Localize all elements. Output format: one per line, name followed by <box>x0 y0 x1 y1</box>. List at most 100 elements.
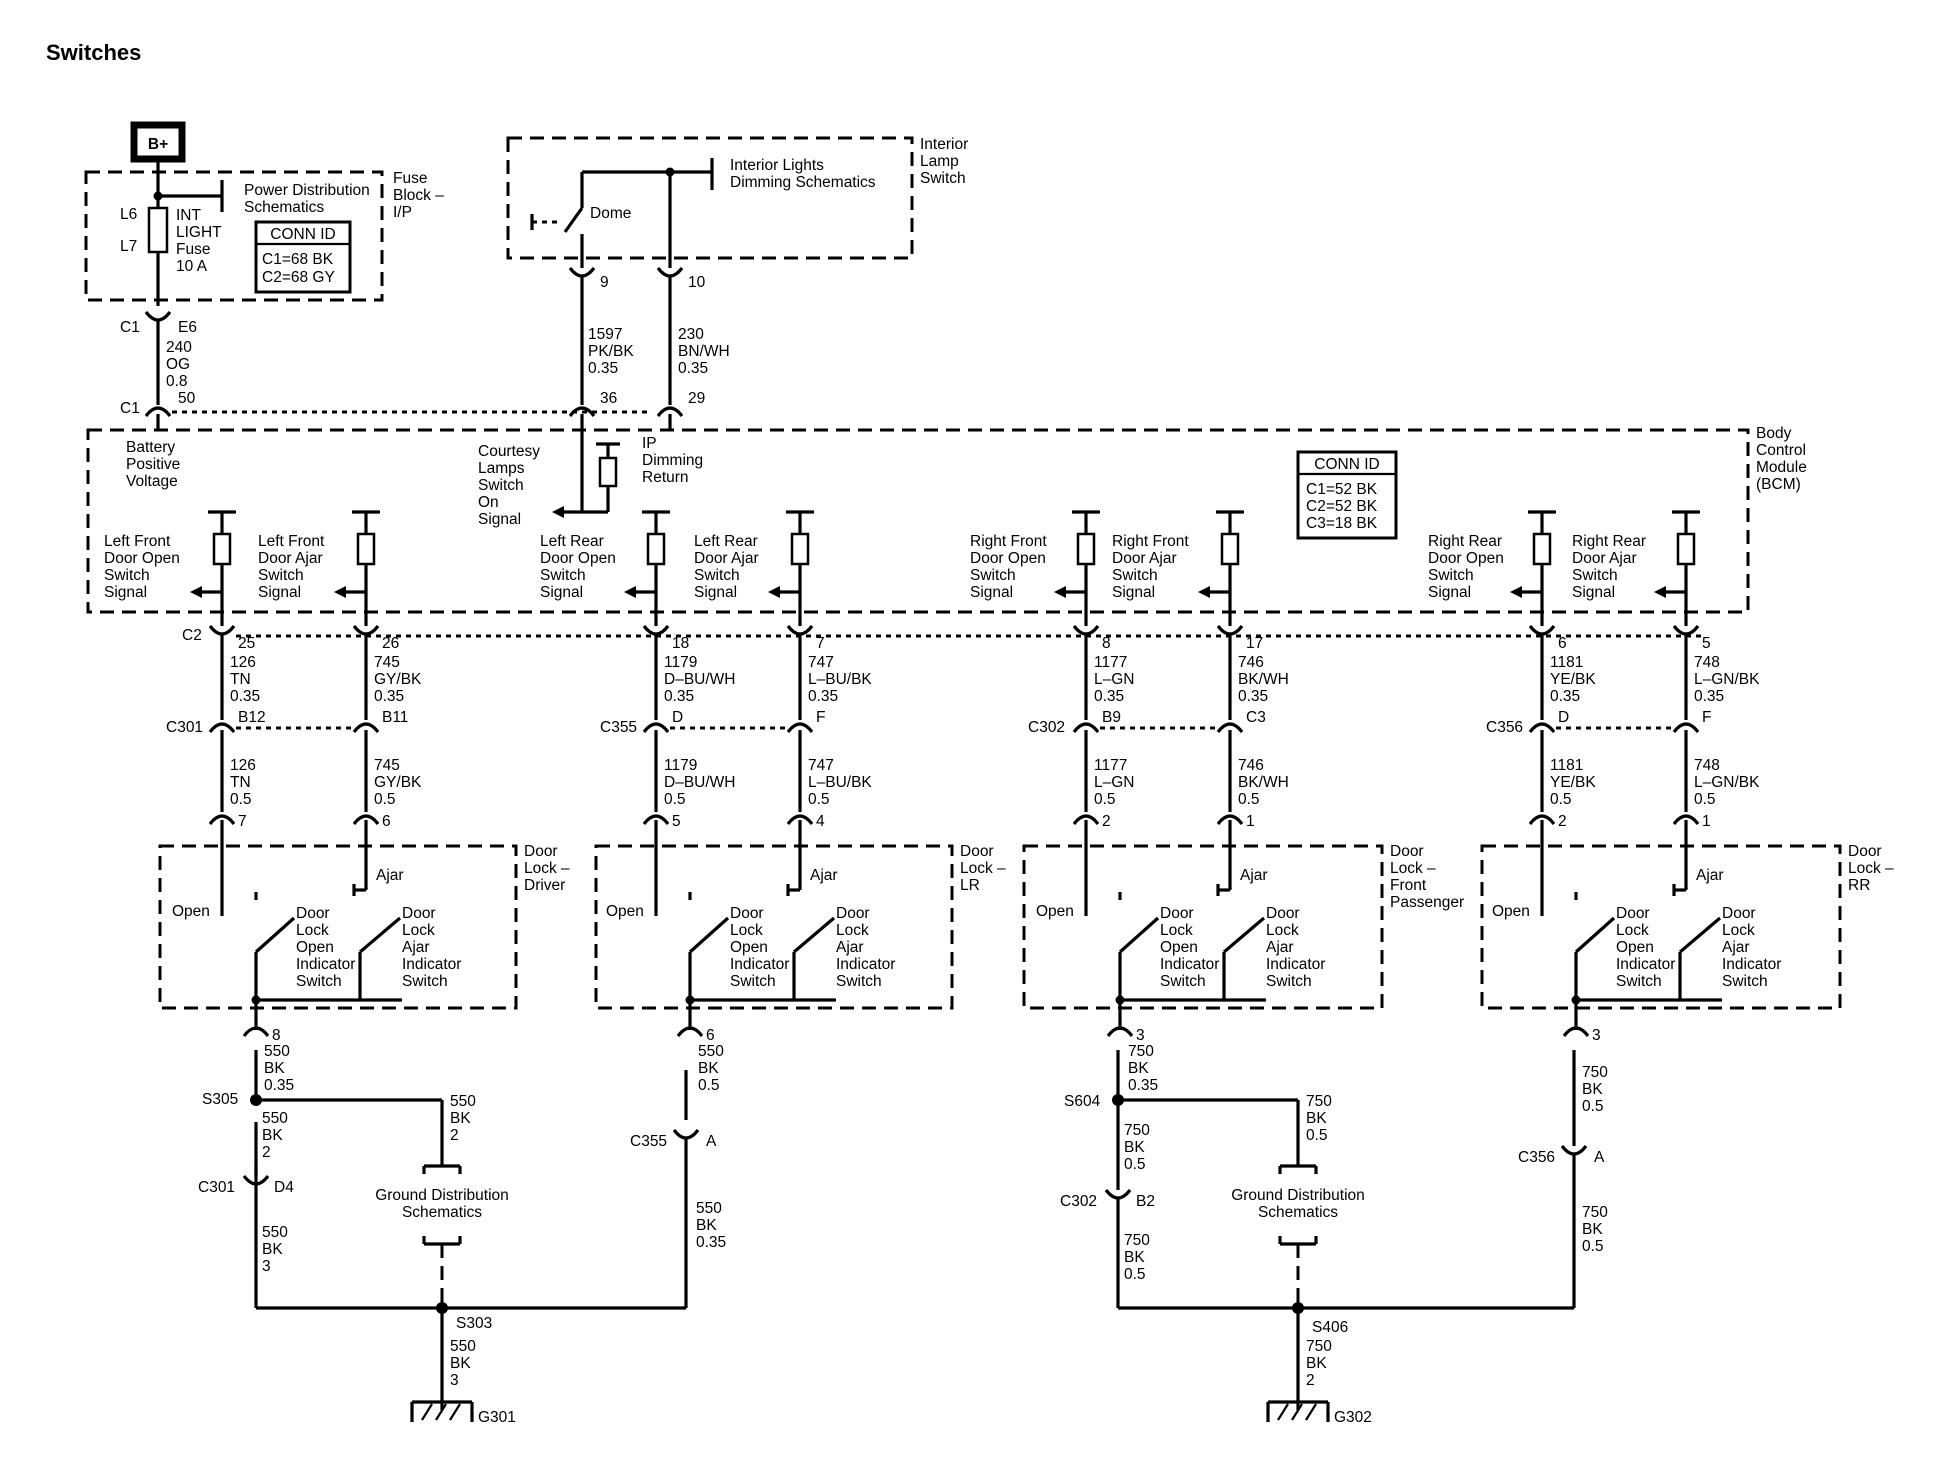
svg-text:LIGHT: LIGHT <box>176 224 222 241</box>
svg-text:0.35: 0.35 <box>664 688 694 705</box>
ajar-label: Ajar <box>1240 867 1268 884</box>
svg-text:1597: 1597 <box>588 326 622 343</box>
ajar-label: Ajar <box>810 867 838 884</box>
inline-pin: F <box>816 709 825 726</box>
svg-text:Left Front: Left Front <box>258 533 325 550</box>
ajar-indicator-switch <box>1678 916 1722 954</box>
signal-arrow-icon <box>768 586 780 598</box>
svg-text:Lock: Lock <box>1722 922 1755 939</box>
int-light-fuse <box>147 206 169 254</box>
ground-pin: 8 <box>272 1027 281 1044</box>
svg-text:E6: E6 <box>178 319 197 336</box>
svg-text:Open: Open <box>730 939 768 956</box>
svg-text:Right Rear: Right Rear <box>1572 533 1646 550</box>
svg-text:CONN ID: CONN ID <box>270 226 335 243</box>
svg-text:745: 745 <box>374 654 400 671</box>
svg-text:Door Ajar: Door Ajar <box>1572 550 1637 567</box>
svg-text:BK: BK <box>262 1241 283 1258</box>
svg-text:Switch: Switch <box>1428 567 1474 584</box>
svg-text:Ground Distribution: Ground Distribution <box>1231 1187 1365 1204</box>
svg-text:0.5: 0.5 <box>374 791 396 808</box>
svg-text:Door: Door <box>1160 905 1194 922</box>
svg-text:3: 3 <box>262 1258 271 1275</box>
svg-text:Door Ajar: Door Ajar <box>694 550 759 567</box>
inline-pin: F <box>1702 709 1711 726</box>
svg-text:GY/BK: GY/BK <box>374 671 422 688</box>
svg-text:Door: Door <box>524 843 558 860</box>
signal-arrow-icon <box>334 586 346 598</box>
svg-text:Switch: Switch <box>1266 973 1312 990</box>
svg-text:0.35: 0.35 <box>678 360 708 377</box>
svg-text:S305: S305 <box>202 1091 238 1108</box>
svg-text:0.5: 0.5 <box>1550 791 1572 808</box>
svg-text:0.35: 0.35 <box>374 688 404 705</box>
signal-arrow-icon <box>190 586 202 598</box>
svg-text:C2: C2 <box>182 627 202 644</box>
svg-text:0.5: 0.5 <box>698 1077 720 1094</box>
svg-text:Dimming: Dimming <box>642 452 703 469</box>
svg-text:0.5: 0.5 <box>808 791 830 808</box>
pullup-resistor <box>1220 532 1240 566</box>
svg-text:Left Rear: Left Rear <box>540 533 604 550</box>
svg-text:50: 50 <box>178 390 196 407</box>
svg-text:YE/BK: YE/BK <box>1550 774 1596 791</box>
svg-text:750: 750 <box>1582 1064 1608 1081</box>
svg-text:Switch: Switch <box>104 567 150 584</box>
svg-text:S604: S604 <box>1064 1093 1101 1110</box>
open-label: Open <box>172 903 210 920</box>
svg-text:Block –: Block – <box>393 187 444 204</box>
svg-text:L–GN: L–GN <box>1094 774 1135 791</box>
svg-text:Right Front: Right Front <box>970 533 1047 550</box>
svg-text:0.35: 0.35 <box>1238 688 1268 705</box>
battery-box <box>130 121 186 163</box>
inline-connector-label: C302 <box>1028 719 1065 736</box>
svg-text:Signal: Signal <box>1112 584 1155 601</box>
svg-text:550: 550 <box>262 1110 288 1127</box>
bcm-pin: 25 <box>238 635 255 652</box>
pullup-resistor <box>356 532 376 566</box>
svg-text:746: 746 <box>1238 757 1264 774</box>
open-label: Open <box>606 903 644 920</box>
bcm-pin: 17 <box>1246 635 1263 652</box>
svg-text:BK: BK <box>1306 1110 1327 1127</box>
svg-text:Ajar: Ajar <box>836 939 864 956</box>
svg-text:Body: Body <box>1756 425 1792 442</box>
svg-text:Lock: Lock <box>1160 922 1193 939</box>
svg-text:Indicator: Indicator <box>836 956 895 973</box>
svg-text:550: 550 <box>262 1224 288 1241</box>
svg-text:BK/WH: BK/WH <box>1238 671 1289 688</box>
svg-text:B2: B2 <box>1136 1193 1155 1210</box>
svg-text:Battery: Battery <box>126 439 175 456</box>
svg-text:Indicator: Indicator <box>296 956 355 973</box>
switch-pin: 5 <box>672 813 681 830</box>
svg-text:Indicator: Indicator <box>1160 956 1219 973</box>
svg-text:Switch: Switch <box>1616 973 1662 990</box>
svg-text:Module: Module <box>1756 459 1807 476</box>
svg-text:550: 550 <box>698 1043 724 1060</box>
svg-text:Door: Door <box>836 905 870 922</box>
svg-text:0.5: 0.5 <box>1094 791 1116 808</box>
signal-arrow-icon <box>1654 586 1666 598</box>
svg-text:YE/BK: YE/BK <box>1550 671 1596 688</box>
svg-text:BK: BK <box>1582 1221 1603 1238</box>
svg-text:D4: D4 <box>274 1179 294 1196</box>
svg-text:Switch: Switch <box>1572 567 1618 584</box>
svg-text:Lock: Lock <box>1616 922 1649 939</box>
svg-text:750: 750 <box>1124 1232 1150 1249</box>
door-lock-switch-box <box>158 844 518 1010</box>
svg-text:CONN ID: CONN ID <box>1314 456 1379 473</box>
svg-text:Door: Door <box>1722 905 1756 922</box>
svg-text:On: On <box>478 494 499 511</box>
svg-text:10: 10 <box>688 274 706 291</box>
svg-text:Signal: Signal <box>478 511 521 528</box>
svg-text:550: 550 <box>450 1338 476 1355</box>
switch-pin: 1 <box>1702 813 1711 830</box>
svg-text:RR: RR <box>1848 877 1870 894</box>
svg-text:Driver: Driver <box>524 877 565 894</box>
switch-pin: 2 <box>1102 813 1111 830</box>
svg-text:Interior Lights: Interior Lights <box>730 157 824 174</box>
svg-text:Indicator: Indicator <box>1266 956 1325 973</box>
svg-text:BK: BK <box>1128 1060 1149 1077</box>
